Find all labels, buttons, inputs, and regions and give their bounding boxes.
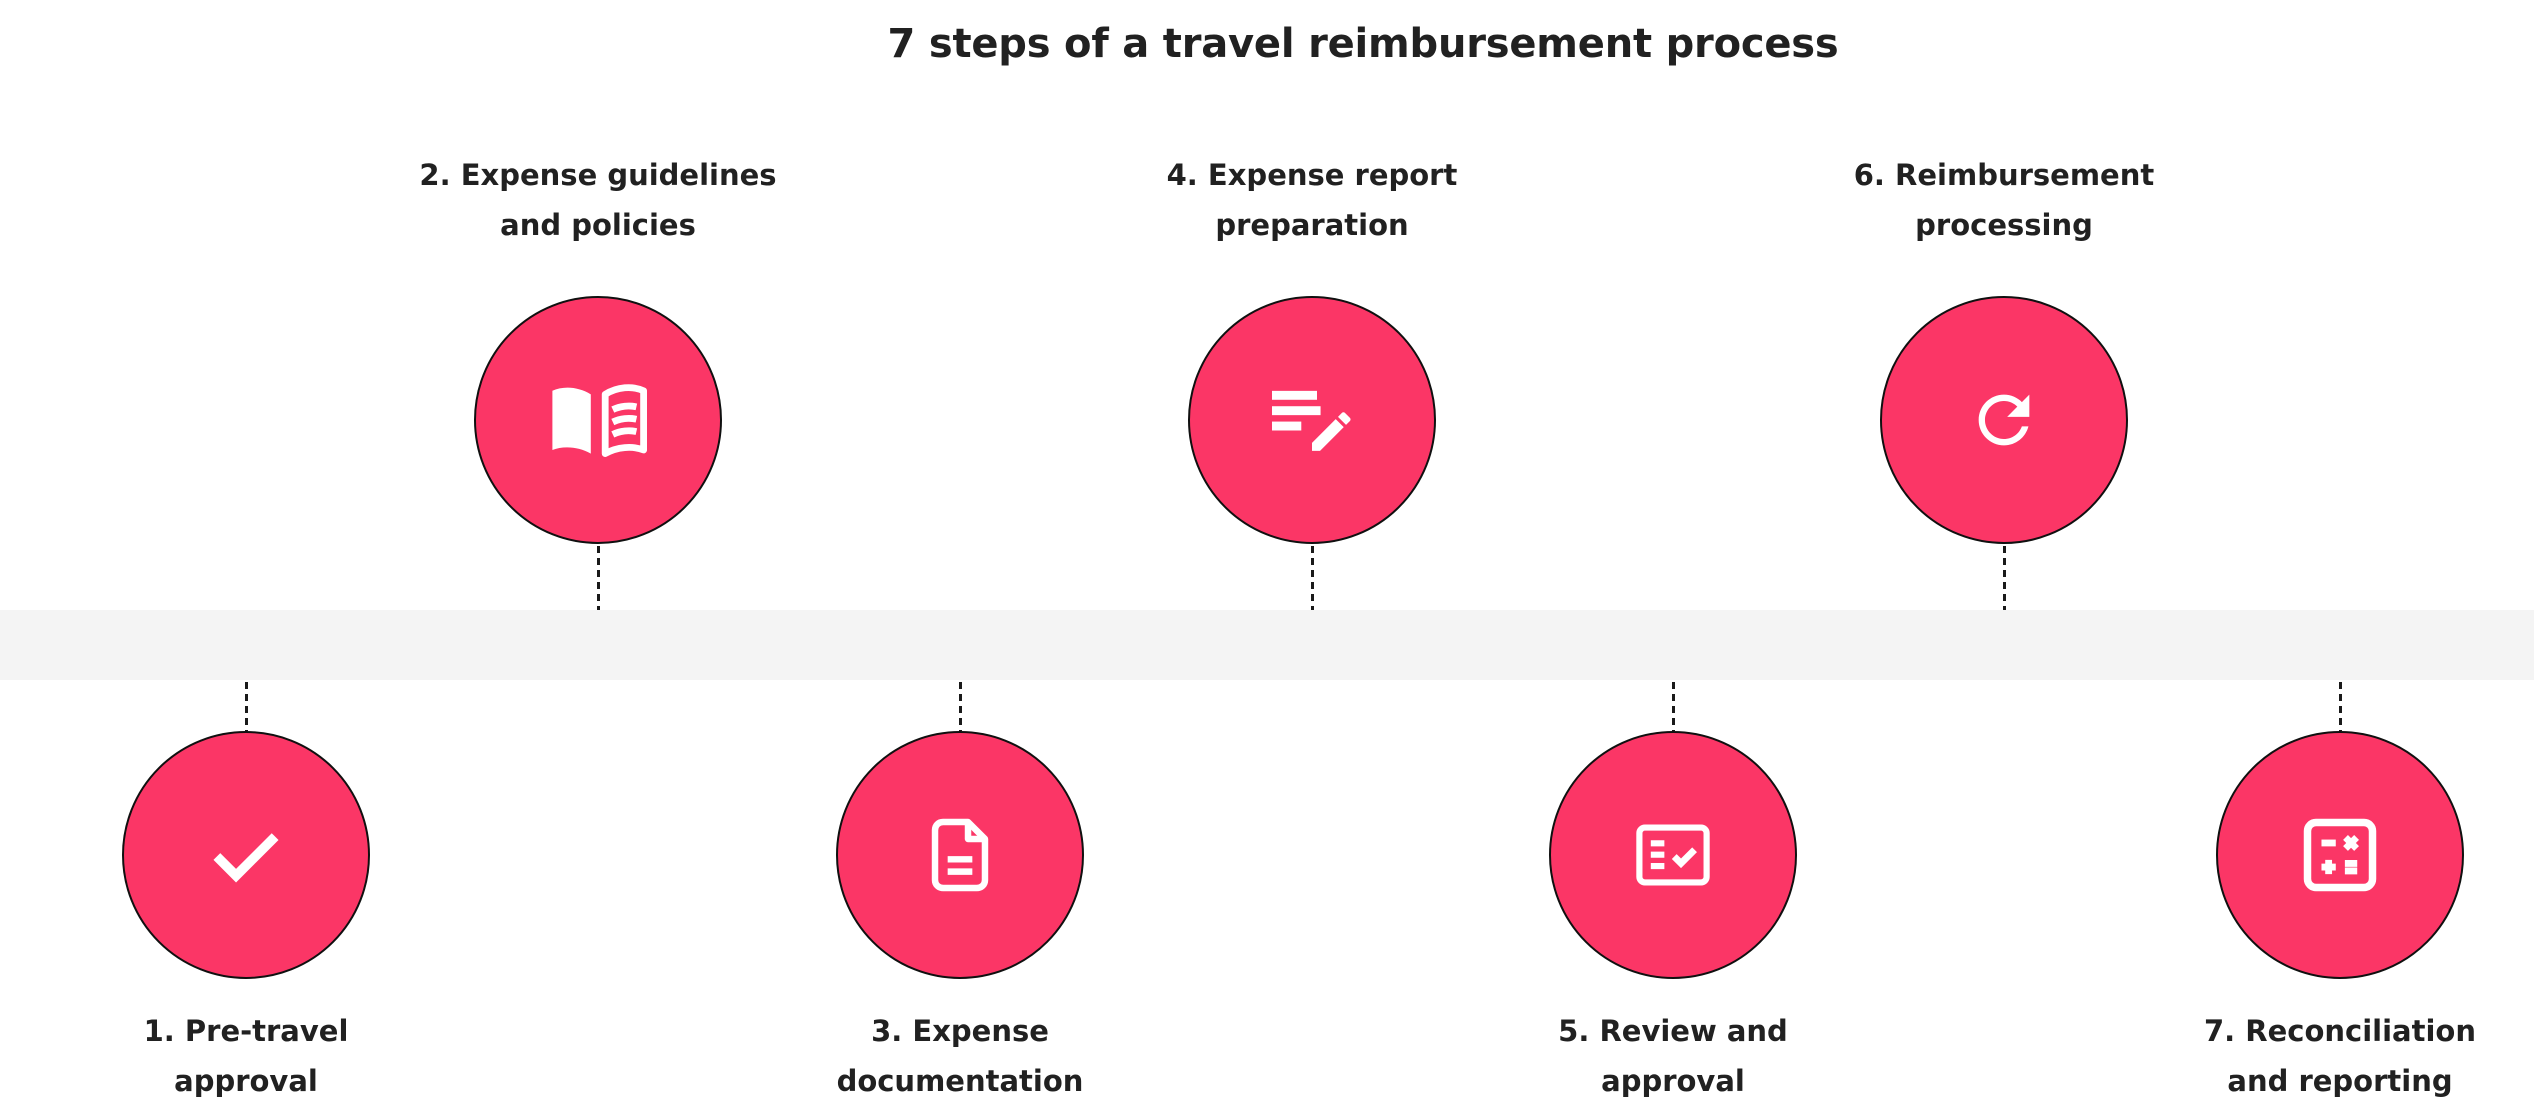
open-book-icon (552, 384, 647, 457)
connector-line (596, 546, 600, 610)
connector-line (1310, 546, 1314, 610)
step-label-line2: and policies (500, 208, 696, 242)
step-label: 5. Review and approval (1453, 1006, 1893, 1106)
step-label: 6. Reimbursement processing (1784, 150, 2224, 250)
step-4: 4. Expense report preparation (1092, 0, 1532, 1112)
step-label-line2: approval (1601, 1064, 1745, 1098)
step-label: 4. Expense report preparation (1092, 150, 1532, 250)
step-label: 1. Pre-travel approval (26, 1006, 466, 1106)
step-label: 2. Expense guidelines and policies (378, 150, 818, 250)
step-label: 3. Expense documentation (740, 1006, 1180, 1106)
step-circle (836, 731, 1084, 979)
step-label-line2: approval (174, 1064, 318, 1098)
page-title: 7 steps of a travel reimbursement proces… (887, 20, 1839, 67)
step-label-line1: 2. Expense guidelines (419, 158, 777, 192)
timeline-band (0, 610, 2534, 680)
step-circle (1549, 731, 1797, 979)
step-circle (1188, 296, 1436, 544)
step-6: 6. Reimbursement processing (1784, 0, 2224, 1112)
refresh-icon (1978, 394, 2030, 446)
checklist-icon (1636, 824, 1710, 886)
step-label-line2: and reporting (2227, 1064, 2453, 1098)
step-circle (474, 296, 722, 544)
connector-line (958, 682, 962, 731)
connector-line (1671, 682, 1675, 731)
step-2: 2. Expense guidelines and policies (378, 0, 818, 1112)
step-5: 5. Review and approval (1453, 0, 1893, 1112)
step-label-line1: 5. Review and (1558, 1014, 1788, 1048)
step-label-line2: preparation (1215, 208, 1409, 242)
step-label-line1: 1. Pre-travel (143, 1014, 349, 1048)
calculator-icon (2303, 818, 2377, 892)
step-label-line1: 3. Expense (871, 1014, 1049, 1048)
check-icon (213, 833, 279, 883)
step-label-line1: 6. Reimbursement (1853, 158, 2155, 192)
step-label-line2: processing (1915, 208, 2093, 242)
step-label-line1: 7. Reconciliation (2203, 1014, 2476, 1048)
connector-line (2338, 682, 2342, 731)
step-circle (2216, 731, 2464, 979)
document-icon (931, 818, 989, 892)
step-label-line2: documentation (836, 1064, 1084, 1098)
step-7: 7. Reconciliation and reporting (2120, 0, 2534, 1112)
connector-line (244, 682, 248, 731)
step-circle (1880, 296, 2128, 544)
step-label-line1: 4. Expense report (1166, 158, 1458, 192)
step-label: 7. Reconciliation and reporting (2120, 1006, 2534, 1106)
edit-note-icon (1272, 390, 1351, 451)
connector-line (2002, 546, 2006, 610)
step-circle (122, 731, 370, 979)
step-1: 1. Pre-travel approval (26, 0, 466, 1112)
step-3: 3. Expense documentation (740, 0, 1180, 1112)
